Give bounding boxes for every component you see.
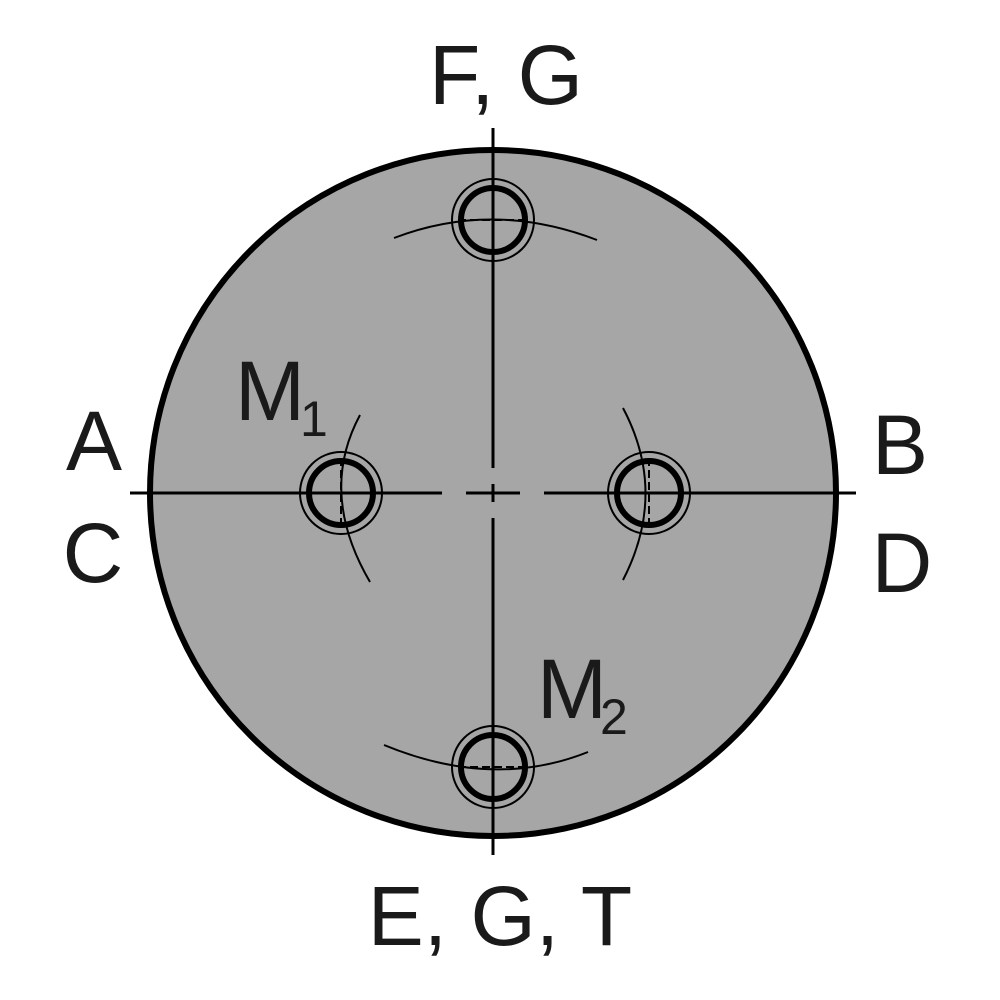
hole-right bbox=[607, 451, 691, 535]
arc-right bbox=[622, 407, 647, 581]
label-m1-subscript: 1 bbox=[300, 391, 328, 447]
label-right-lower: D bbox=[872, 516, 933, 610]
hole-bottom bbox=[451, 725, 535, 809]
hole-left bbox=[299, 451, 383, 535]
label-left-lower: C bbox=[63, 506, 124, 600]
label-top: F, G bbox=[429, 28, 583, 122]
label-m2-subscript: 2 bbox=[600, 689, 628, 745]
arc-bottom bbox=[383, 744, 589, 771]
label-right-upper: B bbox=[872, 398, 928, 492]
bolt-circle-arcs bbox=[340, 218, 647, 771]
label-left-upper: A bbox=[66, 394, 122, 488]
label-bottom: E, G, T bbox=[368, 869, 633, 963]
hole-top bbox=[451, 178, 535, 262]
label-m1: M bbox=[235, 344, 305, 438]
label-m2: M bbox=[537, 642, 607, 736]
